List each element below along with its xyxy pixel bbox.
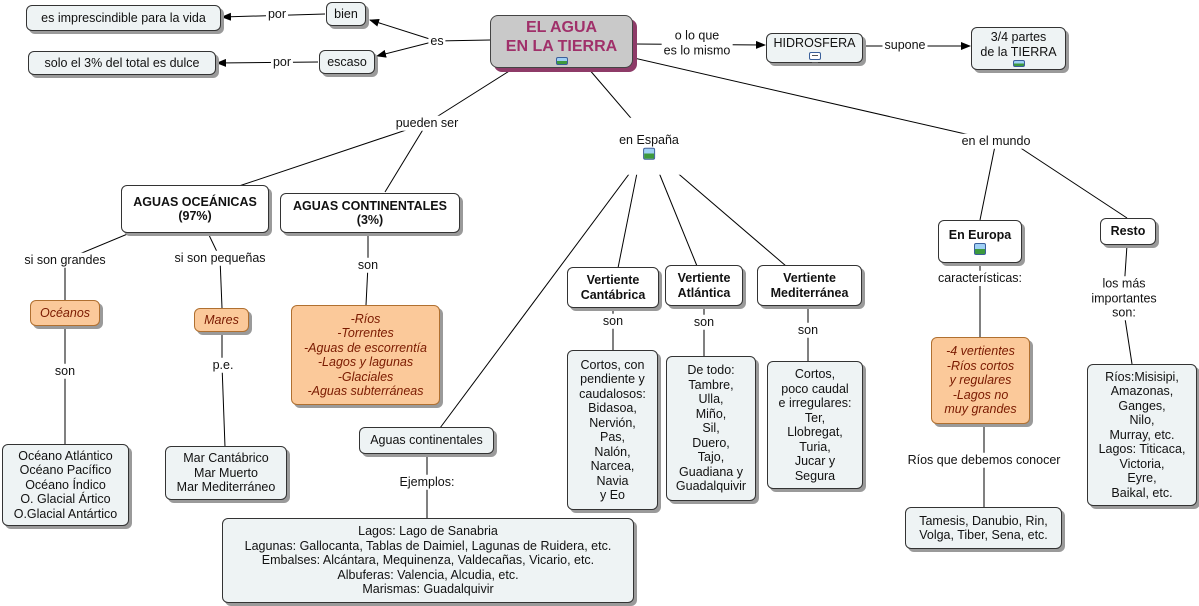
link-por-2: por	[270, 54, 294, 70]
node-aguas-oceanicas[interactable]: AGUAS OCEÁNICAS (97%)	[121, 185, 269, 233]
node-solo-3[interactable]: solo el 3% del total es dulce	[28, 51, 216, 75]
link-son-atlantica: son	[691, 314, 717, 330]
link-por-1: por	[265, 6, 289, 22]
node-vertiente-atlantica[interactable]: Vertiente Atlántica	[665, 265, 743, 306]
node-atlantica-rios[interactable]: De todo: Tambre, Ulla, Miño, Sil, Duero,…	[666, 356, 756, 501]
link-si-son-pequenas: si son pequeñas	[172, 250, 268, 266]
node-rios-resto[interactable]: Ríos:Misisipi, Amazonas, Ganges, Nilo, M…	[1087, 364, 1197, 506]
node-aguas-continentales-espana[interactable]: Aguas continentales	[359, 427, 494, 454]
node-mares[interactable]: Mares	[194, 308, 249, 332]
link-son-mediterranea: son	[795, 322, 821, 338]
node-vertiente-cantabrica[interactable]: Vertiente Cantábrica	[567, 267, 659, 308]
node-tres-cuartos-label: 3/4 partes de la TIERRA	[980, 30, 1057, 59]
image-icon[interactable]	[1012, 60, 1025, 67]
root-concept-el-agua[interactable]: EL AGUA EN LA TIERRA	[490, 15, 633, 68]
link-en-espana: en España	[617, 117, 681, 175]
node-ejemplos-lista[interactable]: Lagos: Lago de Sanabria Lagunas: Galloca…	[222, 518, 634, 603]
root-concept-label: EL AGUA EN LA TIERRA	[505, 19, 618, 55]
node-escaso[interactable]: escaso	[319, 50, 375, 74]
image-icon[interactable]	[974, 243, 986, 256]
link-rios-que-debemos-conocer: Ríos que debemos conocer	[905, 452, 1063, 468]
node-hidrosfera-label: HIDROSFERA	[773, 36, 856, 50]
link-pueden-ser: pueden ser	[393, 115, 461, 131]
node-vertiente-mediterranea[interactable]: Vertiente Mediterránea	[757, 265, 862, 306]
node-caracteristicas-europa[interactable]: -4 vertientes -Ríos cortos y regulares -…	[931, 337, 1030, 424]
node-imprescindible[interactable]: es imprescindible para la vida	[26, 5, 221, 31]
node-en-europa-label: En Europa	[948, 227, 1012, 242]
node-bien[interactable]: bien	[326, 2, 366, 26]
link-ejemplos: Ejemplos:	[397, 474, 457, 490]
node-cantabrica-rios[interactable]: Cortos, con pendiente y caudalosos: Bida…	[567, 350, 658, 510]
node-oceanos[interactable]: Océanos	[30, 300, 100, 326]
link-es: es	[428, 33, 446, 49]
link-son-oceanos: son	[52, 363, 78, 379]
node-rios-europa[interactable]: Tamesis, Danubio, Rin, Volga, Tiber, Sen…	[905, 507, 1062, 549]
node-tres-cuartos[interactable]: 3/4 partes de la TIERRA	[971, 27, 1066, 70]
link-caracteristicas: características:	[935, 270, 1025, 286]
link-son-continentales: son	[355, 257, 381, 273]
link-los-mas-importantes: los más importantes son:	[1086, 276, 1162, 320]
link-pe: p.e.	[210, 357, 236, 373]
node-hidrosfera[interactable]: HIDROSFERA	[766, 33, 863, 63]
link-son-cantabrica: son	[600, 313, 626, 329]
node-lista-mares[interactable]: Mar Cantábrico Mar Muerto Mar Mediterrán…	[165, 446, 287, 500]
document-icon[interactable]	[808, 51, 821, 62]
node-tipos-continentales[interactable]: -Ríos -Torrentes -Aguas de escorrentía -…	[291, 305, 440, 405]
node-aguas-continentales[interactable]: AGUAS CONTINENTALES (3%)	[280, 193, 460, 233]
node-en-europa[interactable]: En Europa	[938, 220, 1022, 263]
link-en-espana-label: en España	[619, 132, 679, 147]
image-icon[interactable]	[555, 57, 568, 65]
link-supone: supone	[882, 37, 928, 53]
link-si-son-grandes: si son grandes	[22, 252, 108, 268]
node-mediterranea-rios[interactable]: Cortos, poco caudal e irregulares: Ter, …	[767, 361, 863, 489]
link-o-lo-que-es: o lo que es lo mismo	[661, 28, 733, 58]
link-en-el-mundo: en el mundo	[959, 133, 1033, 149]
node-resto[interactable]: Resto	[1100, 218, 1156, 245]
image-icon[interactable]	[643, 147, 655, 160]
node-lista-oceanos[interactable]: Océano Atlántico Océano Pacífico Océano …	[2, 444, 129, 526]
